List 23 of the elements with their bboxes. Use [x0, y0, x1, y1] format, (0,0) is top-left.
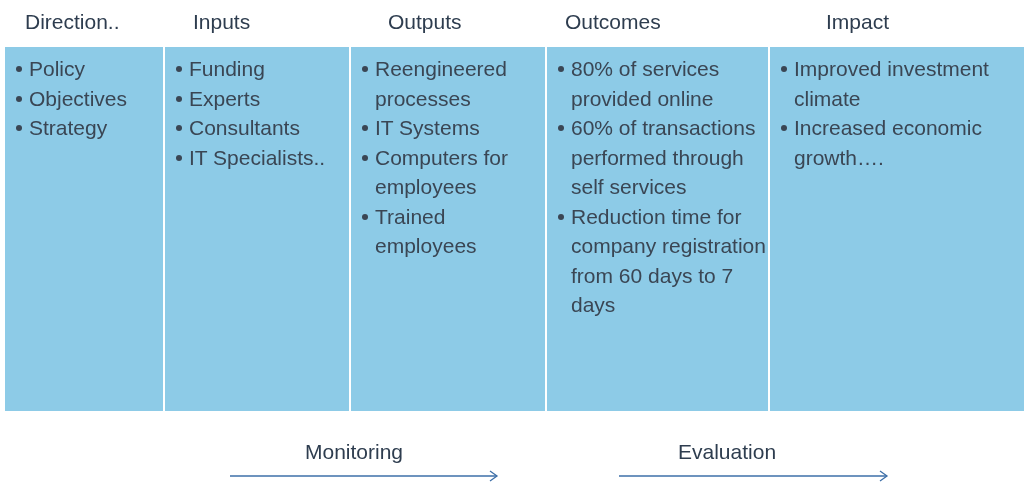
bullet-item: Experts	[175, 83, 349, 113]
phase-label: Monitoring	[305, 440, 404, 464]
bullet-item: Policy	[15, 54, 163, 84]
phase-label: Evaluation	[678, 440, 777, 464]
bullet-item: Objectives	[15, 83, 163, 113]
bullet-item: Reduction time for company registration from 60 days to 7 days	[557, 201, 768, 320]
bullet-item: Consultants	[175, 113, 349, 143]
bullet-item: IT Specialists..	[175, 142, 349, 172]
column-heading: Inputs	[193, 10, 251, 34]
column-heading: Outcomes	[565, 10, 661, 34]
column-heading: Direction..	[25, 10, 120, 34]
bullet-item: Strategy	[15, 113, 163, 143]
bullet-item: Trained employees	[361, 201, 545, 261]
bullet-item: 80% of services provided online	[557, 54, 768, 113]
bullet-item: Improved investment climate	[780, 54, 1024, 113]
bullet-item: IT Systems	[361, 113, 545, 143]
bullet-item: Funding	[175, 54, 349, 84]
bullet-item: 60% of transactions performed through self services	[557, 113, 768, 202]
bullet-item: Increased economic growth….	[780, 113, 1024, 172]
bullet-item: Computers for employees	[361, 142, 545, 202]
column-heading: Impact	[826, 10, 890, 34]
bullet-item: Reengineered processes	[361, 54, 545, 113]
column-heading: Outputs	[388, 10, 462, 34]
